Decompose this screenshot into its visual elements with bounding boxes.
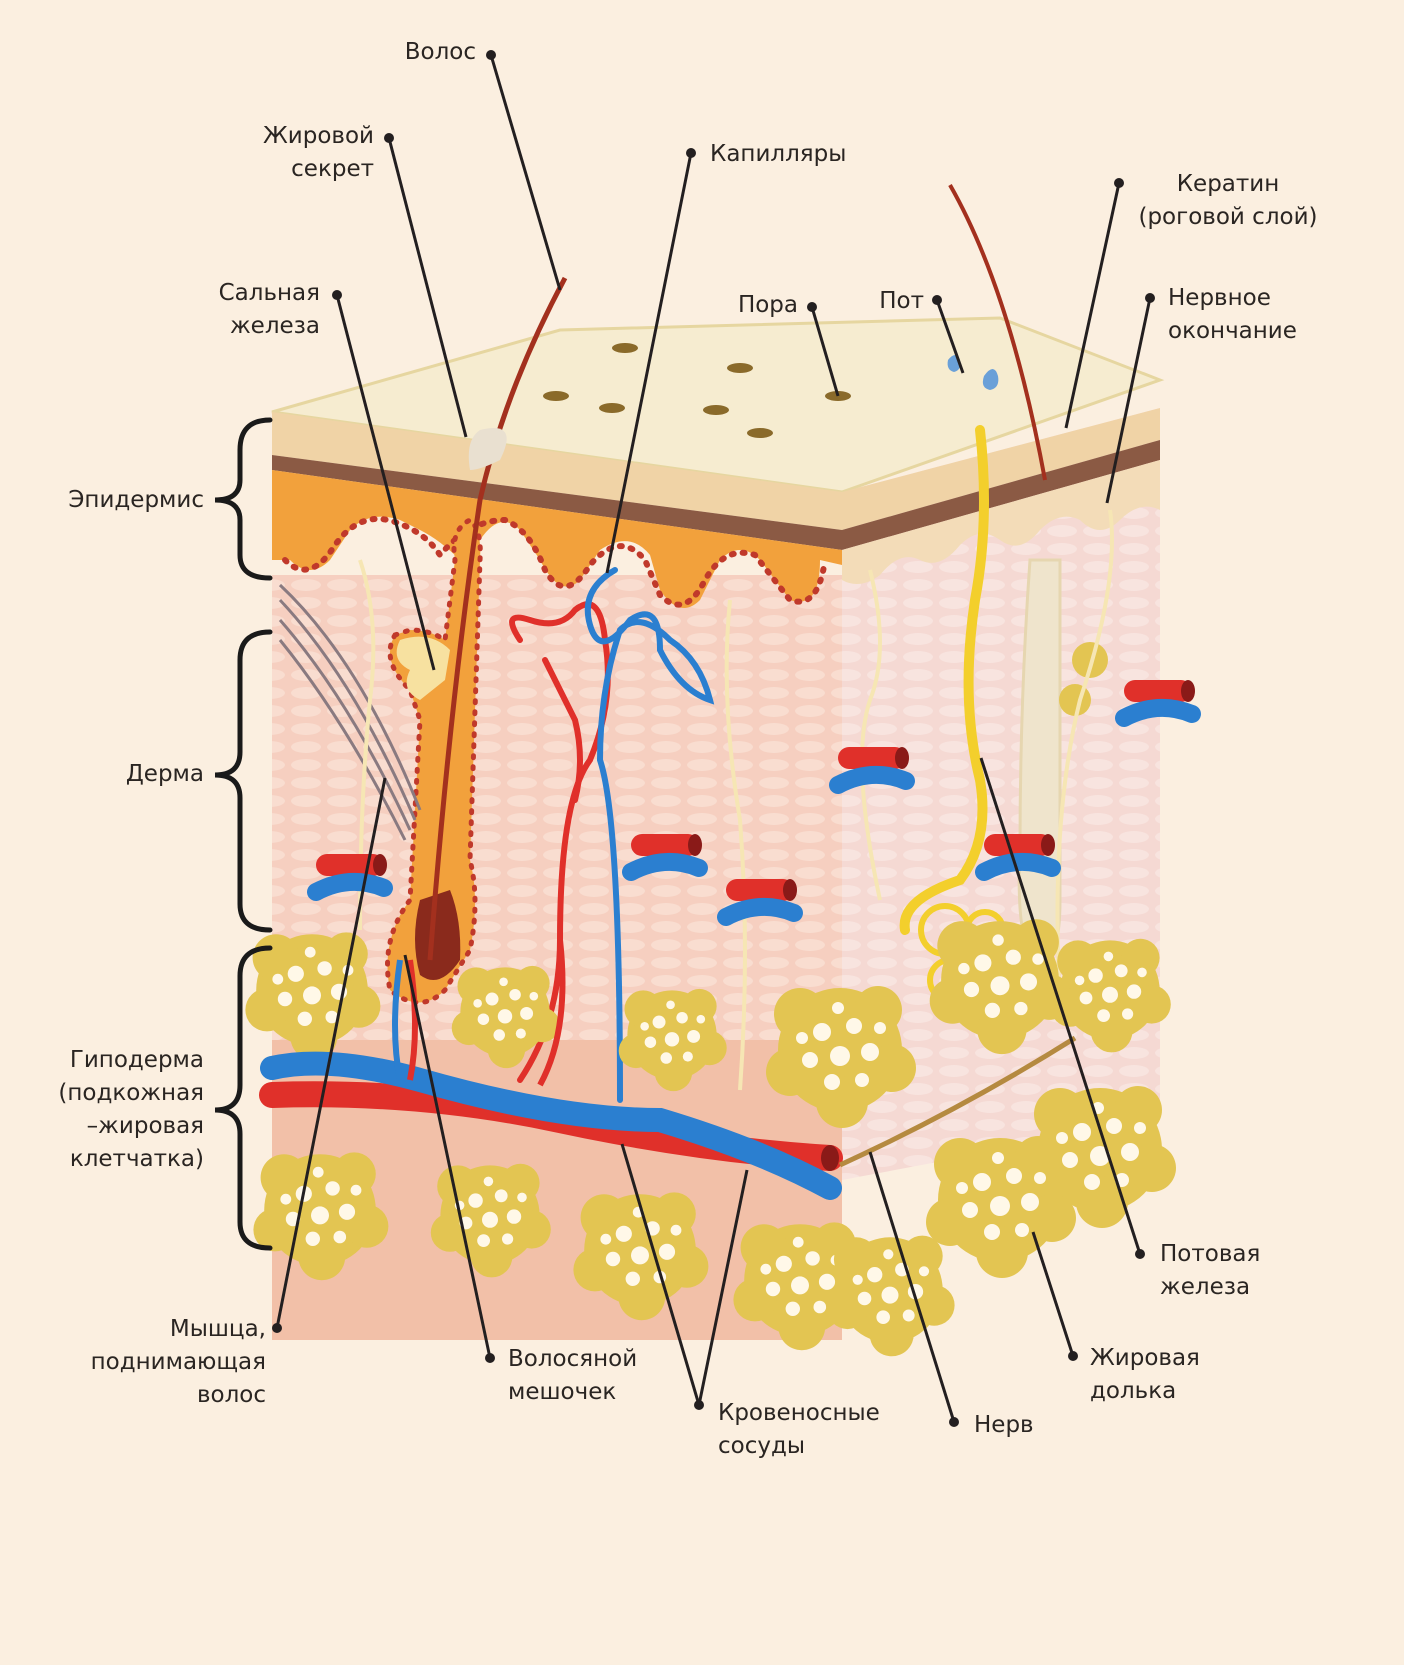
label-pore: Пора xyxy=(737,292,798,318)
label-sebaceous-gland: Сальная железа xyxy=(218,280,320,339)
label-arrector-pili-muscle: Мышца, поднимающая волос xyxy=(90,1316,266,1408)
label-nerve: Нерв xyxy=(974,1412,1034,1438)
label-fat-secretion: Жировой секрет xyxy=(263,123,374,182)
label-blood-vessels: Кровеносные сосуды xyxy=(718,1400,880,1459)
label-sweat-gland: Потовая железа xyxy=(1160,1241,1261,1300)
label-hypodermis: Гиподерма (подкожная –жировая клетчатка) xyxy=(58,1047,204,1172)
label-dermis: Дерма xyxy=(125,761,204,787)
label-capillaries: Капилляры xyxy=(710,141,847,167)
label-sweat: Пот xyxy=(879,288,924,314)
label-epidermis: Эпидермис xyxy=(68,487,204,513)
label-nerve-ending: Нервное окончание xyxy=(1168,285,1297,344)
label-fat-lobule: Жировая долька xyxy=(1090,1345,1200,1404)
label-hair-follicle: Волосяной мешочек xyxy=(508,1346,638,1405)
label-hair: Волос xyxy=(404,39,476,65)
label-keratin: Кератин (роговой слой) xyxy=(1138,171,1318,230)
